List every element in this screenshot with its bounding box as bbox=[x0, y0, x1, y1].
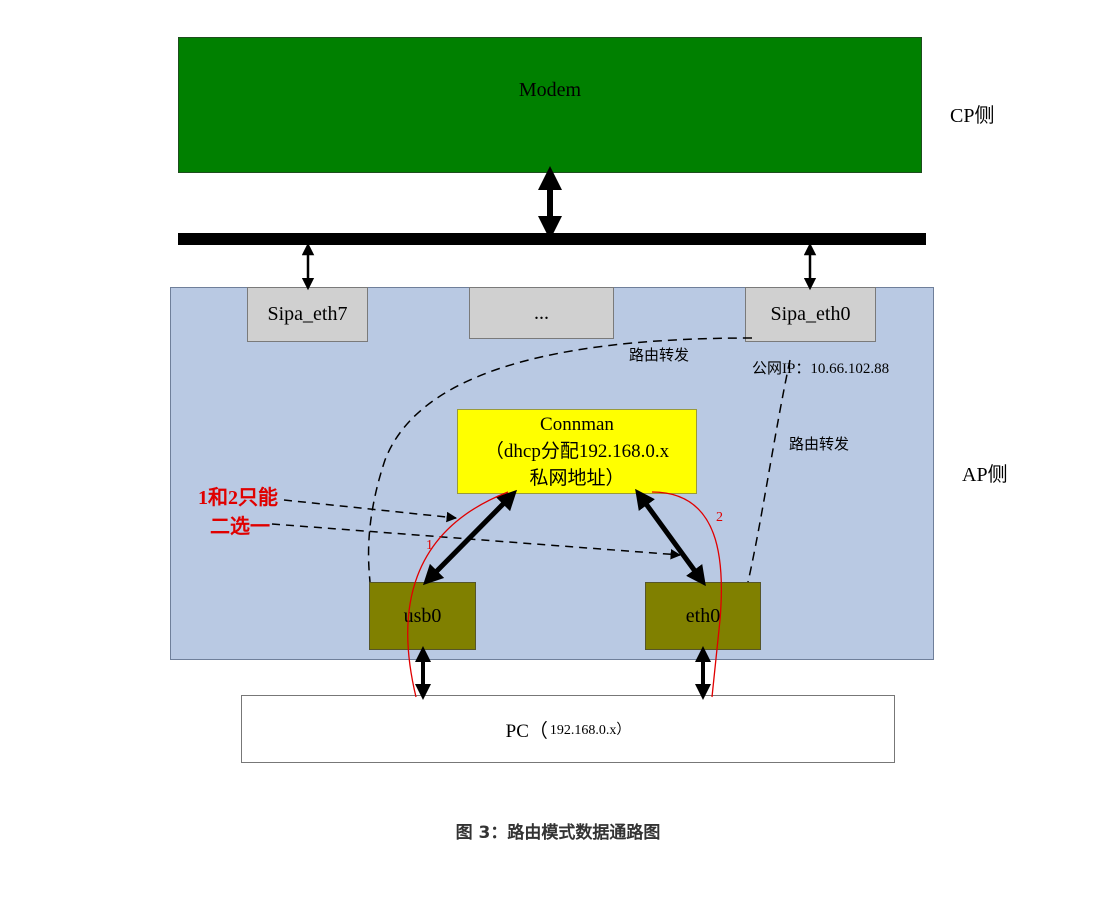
modem-label: Modem bbox=[518, 78, 582, 101]
route-forward-eth0-path bbox=[747, 359, 791, 583]
usb0-interface: usb0 bbox=[369, 582, 476, 650]
path-2-red-line bbox=[651, 491, 723, 698]
connman-eth0-arrow bbox=[635, 488, 706, 587]
path-1-red-line bbox=[407, 491, 509, 698]
choice-arrow-2 bbox=[271, 523, 682, 560]
connman-dhcp-line: （dhcp分配192.168.0.x bbox=[484, 441, 670, 462]
port-label: Sipa_eth7 bbox=[267, 303, 348, 325]
pc-ip: 192.168.0.x） bbox=[549, 723, 631, 738]
connman-block: Connman （dhcp分配192.168.0.x 私网地址） bbox=[457, 409, 697, 494]
connman-private-line: 私网地址） bbox=[529, 468, 625, 489]
port-ellipsis: ... bbox=[469, 287, 614, 339]
eth0-label: eth0 bbox=[685, 604, 721, 627]
choice-note-line2: 二选一 bbox=[210, 516, 270, 538]
figure-caption: 图 3：路由模式数据通路图 bbox=[455, 823, 661, 843]
path-1-label: 1 bbox=[426, 538, 433, 553]
cp-side-label: CP侧 bbox=[950, 105, 995, 127]
port-label: Sipa_eth0 bbox=[770, 303, 851, 325]
public-ip-label: 公网IP：10.66.102.88 bbox=[752, 361, 890, 377]
choice-note-line1: 1和2只能 bbox=[198, 487, 278, 509]
connman-usb0-arrow bbox=[422, 489, 518, 586]
usb0-label: usb0 bbox=[403, 604, 442, 627]
ap-side-label: AP侧 bbox=[962, 464, 1008, 486]
choice-arrow-1 bbox=[283, 499, 458, 523]
port-label: ... bbox=[534, 301, 549, 324]
connman-title: Connman bbox=[540, 414, 614, 435]
route-forward-top-label: 路由转发 bbox=[629, 348, 690, 364]
route-forward-right-label: 路由转发 bbox=[789, 437, 850, 453]
pc-block: PC（192.168.0.x） bbox=[241, 695, 895, 763]
eth0-interface: eth0 bbox=[645, 582, 761, 650]
modem-block: Modem bbox=[178, 37, 922, 173]
port-sipa-eth0: Sipa_eth0 bbox=[745, 287, 876, 342]
path-2-label: 2 bbox=[716, 510, 723, 525]
port-sipa-eth7: Sipa_eth7 bbox=[247, 287, 368, 342]
pc-label: PC（ bbox=[505, 720, 548, 742]
